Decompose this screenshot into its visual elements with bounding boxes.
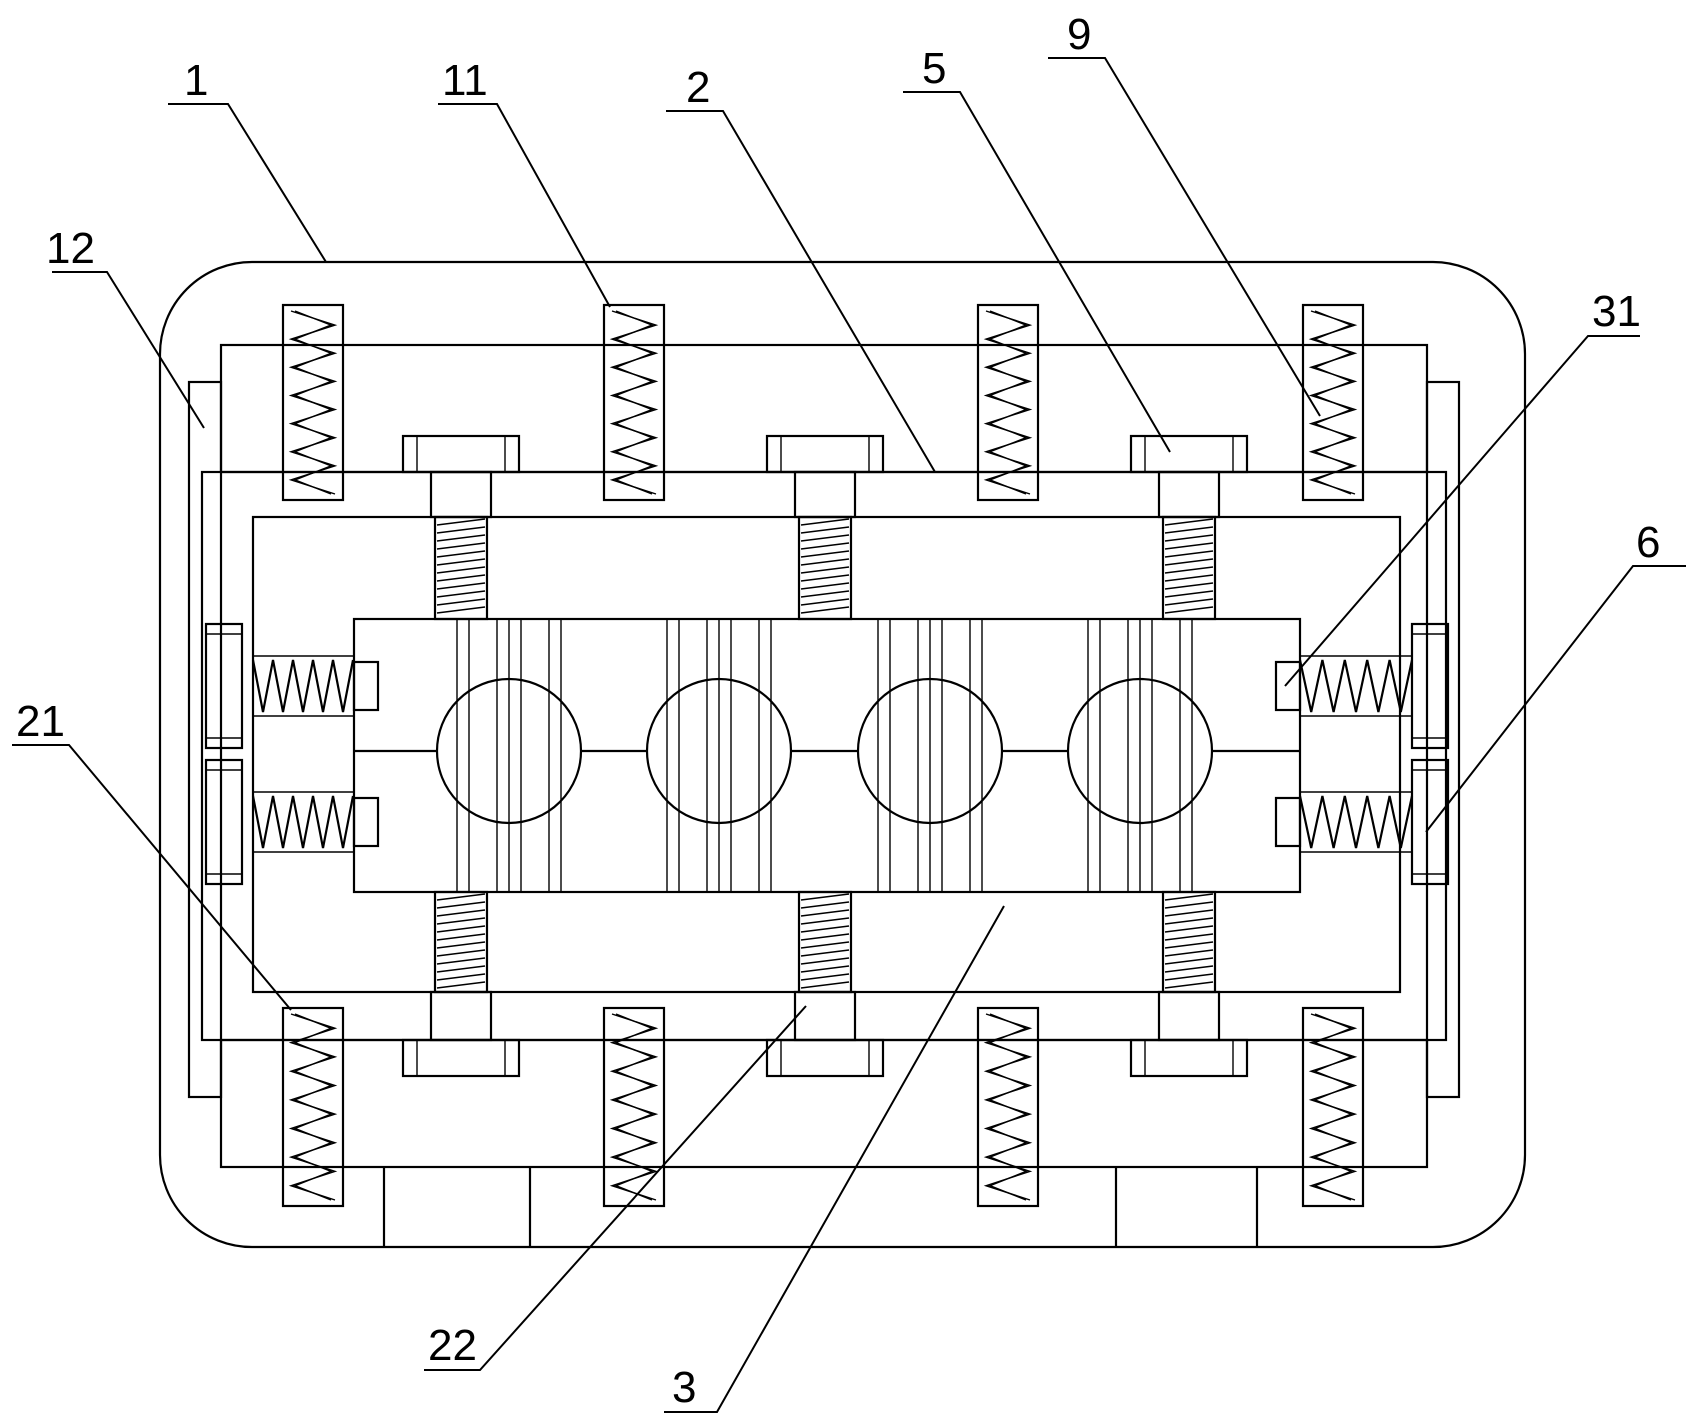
compression-spring [602,303,666,502]
threaded-screw [1161,515,1217,621]
threaded-screw [433,515,489,621]
label-31: 31 [1592,287,1641,336]
clamp-block [352,617,1302,894]
clamp-hole [435,619,583,892]
clamp-hole [645,619,793,892]
label-12: 12 [46,224,95,273]
threaded-screw [797,890,853,994]
left-guide-rail [187,380,223,1099]
guide-pin [1274,660,1302,712]
label-3: 3 [672,1363,696,1412]
threaded-screw [1161,890,1217,994]
threaded-screw [433,890,489,994]
horizontal-spring [251,791,355,853]
springs [281,303,1365,1208]
leader-9 [1048,57,1321,417]
label-2: 2 [686,63,710,112]
leader-2 [666,110,936,473]
leader-12 [52,271,205,429]
label-5: 5 [922,44,946,93]
leader-11 [438,103,611,308]
clamp-hole [1066,619,1214,892]
side-stop [204,622,244,750]
leader-21 [12,744,292,1011]
leader-1 [168,103,327,263]
horizontal-spring [251,655,355,717]
leader-22 [424,1005,807,1371]
outer-housing [158,260,1527,1249]
threaded-screw [797,515,853,621]
side-stop [1410,622,1450,750]
bottom-divisions [382,1167,1259,1247]
compression-spring [281,1006,345,1208]
reference-numerals: 1 11 2 5 9 12 31 6 21 22 3 [16,10,1660,1412]
compression-spring [976,1006,1040,1208]
screws [401,434,1249,1078]
clamp-hole [856,619,1004,892]
middle-carrier-plate [200,470,1448,1042]
compression-spring [976,303,1040,502]
leader-lines [12,57,1686,1413]
screw-assembly [401,434,521,1078]
side-stop [1410,758,1450,886]
side-parts [204,622,1450,886]
compression-spring [1301,1006,1365,1208]
right-guide-rail [1425,380,1461,1099]
leader-31 [1284,335,1640,687]
compression-spring [602,1006,666,1208]
label-21: 21 [16,697,65,746]
compression-spring [1301,303,1365,502]
leader-6 [1425,565,1686,833]
horizontal-spring [1298,655,1414,717]
guide-pin [1274,796,1302,848]
horizontal-spring [1298,791,1414,853]
label-1: 1 [184,56,208,105]
label-11: 11 [442,56,488,105]
guide-pin [352,796,380,848]
side-stop [204,758,244,886]
leader-5 [903,91,1171,453]
screw-assembly [1129,434,1249,1078]
label-22: 22 [428,1321,477,1370]
leader-3 [664,905,1005,1413]
label-6: 6 [1636,518,1660,567]
screw-assembly [765,434,885,1078]
guide-pin [352,660,380,712]
clamp-details [435,619,1214,892]
label-9: 9 [1067,10,1091,59]
compression-spring [281,303,345,502]
